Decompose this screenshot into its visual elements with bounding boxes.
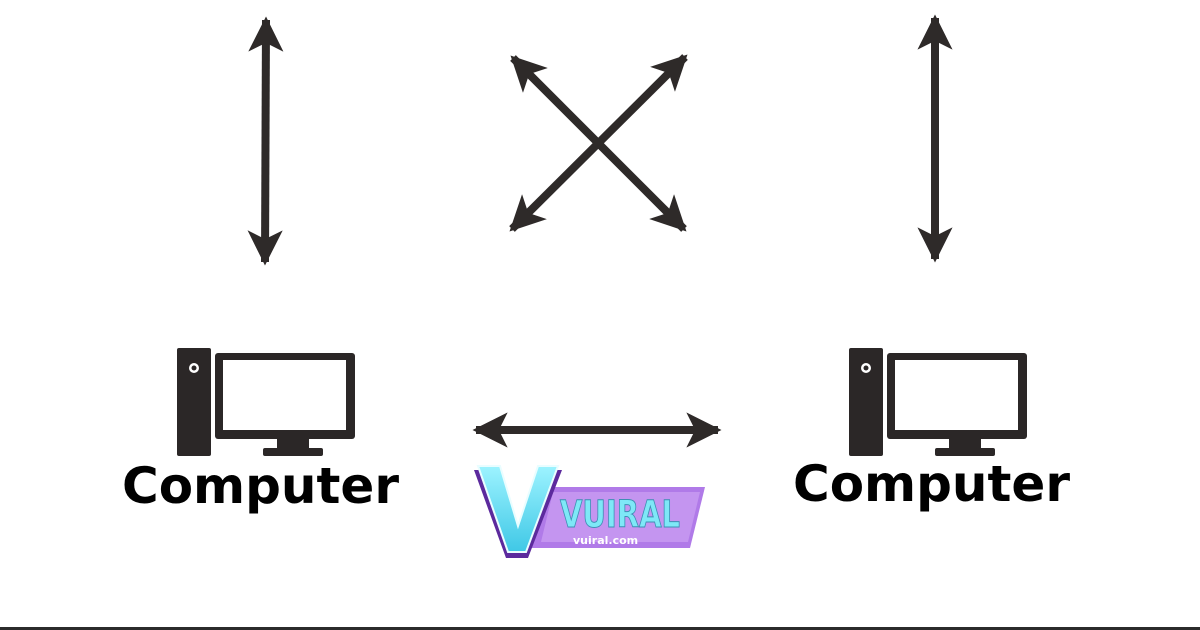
bottom-divider <box>0 627 1200 630</box>
computer-label-right: Computer <box>793 455 1071 513</box>
computer-label-left: Computer <box>122 457 400 515</box>
vuiral-logo-icon: VUIRAL vuiral.com <box>474 465 705 558</box>
desktop-computer-icon <box>849 348 1027 456</box>
watermark-main-text: VUIRAL <box>560 493 680 536</box>
watermark-domain-text: vuiral.com <box>573 534 638 547</box>
arrows-group <box>247 14 953 448</box>
diagonal-arrow-down-left <box>509 54 688 232</box>
desktop-computer-icon <box>177 348 355 456</box>
left-vertical-double-arrow <box>247 16 284 266</box>
